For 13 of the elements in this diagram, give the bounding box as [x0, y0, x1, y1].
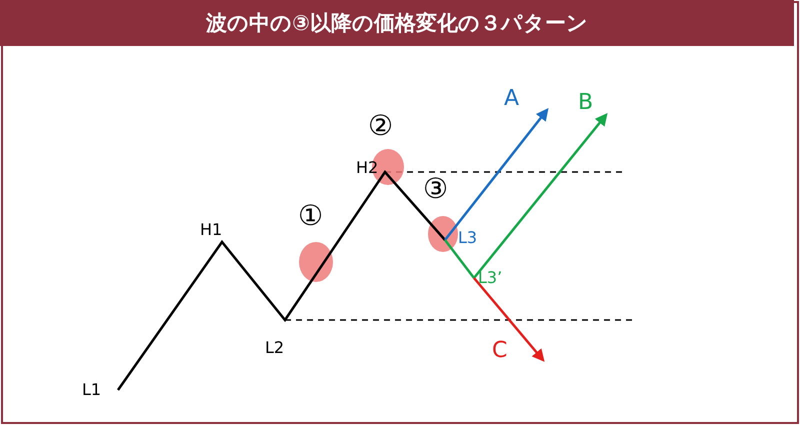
pattern-label: B — [578, 92, 594, 114]
point-label: L2 — [265, 340, 284, 356]
title-bar: 波の中の③以降の価格変化の３パターン — [0, 0, 794, 46]
point-label: L3 — [458, 230, 478, 246]
point-label: H1 — [200, 222, 222, 238]
pattern-label: A — [504, 88, 520, 110]
circled-number: ① — [298, 202, 324, 230]
point-label: H2 — [356, 160, 378, 176]
point-label: L1 — [82, 382, 102, 398]
pattern-label: C — [492, 340, 508, 362]
circled-number: ③ — [423, 175, 448, 203]
point-label: L3’ — [478, 270, 502, 286]
circled-number: ② — [368, 112, 394, 140]
